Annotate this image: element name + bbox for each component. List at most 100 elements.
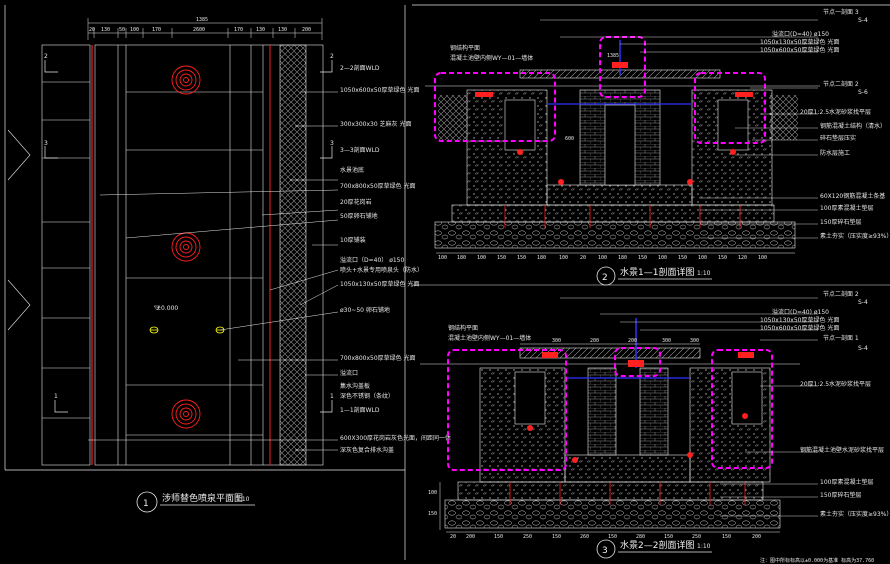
dim: 300 (690, 338, 699, 344)
plan-label: 水景池底 (340, 166, 364, 174)
label: 溢流口(D=40) ø150 (772, 30, 829, 38)
sec2-note: 注：图中所标标高以±0.000为基准 标高为37.760 (760, 557, 874, 564)
dim: 200 (590, 338, 599, 344)
marker-2-right: 2 (330, 53, 334, 60)
label: 混凝土池壁内侧WY—01—墙体 (448, 334, 531, 342)
dim: 100 (758, 255, 767, 261)
plan-label: 3—3剖面WLD (340, 146, 380, 154)
label: 溢流口(D=40) ø150 (772, 308, 829, 316)
section-marker-left (44, 60, 333, 413)
title-number-circle (136, 491, 158, 513)
label: S-4 (858, 299, 868, 306)
label: 1050x130x50厚草绿色 光面 (760, 38, 839, 46)
plan-elevation: ±0.000 (156, 305, 178, 312)
sec1-right-labels: 节点一剖面 3 S-4 溢流口(D=40) ø150 1050x130x50厚草… (760, 8, 890, 240)
label: 1050x600x50厚草绿色 光面 (760, 324, 839, 332)
sec2-right-labels: 节点二剖面 2 S-4 溢流口(D=40) ø150 1050x130x50厚草… (760, 290, 890, 518)
elevation-marker-icon (153, 305, 161, 311)
marker-3-right: 3 (330, 140, 334, 147)
label: 100厚素混凝土垫层 (820, 204, 873, 212)
sec2-top-dims: 300 200 200 300 300 (552, 338, 699, 344)
dim: 250 (692, 534, 701, 540)
plan-label: 20厚花岗岩 (340, 198, 372, 206)
label: 防水层施工 (820, 149, 850, 157)
plan-label: 溢流口 (340, 369, 358, 377)
label: 1050x600x50厚草绿色 光面 (760, 46, 839, 54)
nozzle-head (612, 62, 628, 68)
plan-label-list: 2—2剖面WLD 1050x600x50厚草绿色 光面 300x300x30 芝… (340, 64, 451, 454)
marker-2-left: 2 (44, 53, 48, 60)
dim: 150 (497, 255, 506, 261)
sec1-title-num: 2 (602, 273, 608, 283)
inner-gutter-left (504, 99, 536, 151)
plan-label: 2—2剖面WLD (340, 64, 380, 72)
label: 钢筋混凝土池壁水泥砂浆找平层 (800, 446, 884, 454)
dim: 150 (664, 534, 673, 540)
dim: 100 (559, 255, 568, 261)
label: 钢结构平面 (450, 44, 480, 52)
sec2-title-num: 3 (602, 546, 608, 556)
pillar (639, 367, 669, 456)
plan-pebble-band (279, 44, 307, 466)
dim: 180 (618, 255, 627, 261)
red-fixings (475, 92, 753, 185)
plan-dim: 100 (130, 27, 139, 33)
dim: 100 (658, 255, 667, 261)
marker-3-left: 3 (44, 140, 48, 147)
plan-title-num: 1 (143, 499, 149, 509)
dim: 150 (517, 255, 526, 261)
label: S-4 (858, 17, 868, 24)
plan-dim: 130 (256, 27, 265, 33)
label: 节点一剖面 1 (823, 334, 859, 342)
pool-floor (546, 184, 693, 206)
dim: 300 (662, 338, 671, 344)
label: 节点一剖面 3 (823, 8, 859, 16)
plan-dim: 130 (278, 27, 287, 33)
sec1-title: 水景1—1剖面详图 (620, 266, 694, 278)
plan-dim-row: 20 130 50 100 170 2600 170 130 130 200 (89, 27, 311, 33)
dim: 280 (636, 534, 645, 540)
plan-label: 深灰色复合排水沟盖 (340, 446, 394, 454)
dim: 20 (450, 534, 456, 540)
dim: 100 (438, 255, 447, 261)
title-number-circle (596, 539, 616, 559)
fountain-nozzle-icon (171, 399, 201, 429)
marker-1-left: 1 (54, 393, 58, 400)
highlight-frames (447, 347, 773, 471)
dim: 200 (752, 534, 761, 540)
label: 素土夯实（压实度≥93%） (820, 232, 890, 240)
coping-slab (519, 347, 701, 359)
plan-dim: 170 (152, 27, 161, 33)
plan-label: 集水沟盖板 (340, 382, 370, 390)
pebble-fill-left (438, 95, 468, 140)
dim: 150 (722, 534, 731, 540)
label: 混凝土池壁内侧WY—01—墙体 (450, 54, 533, 62)
gravel-layer (444, 499, 781, 529)
label: 节点二剖面 2 (823, 80, 859, 88)
plan-dim: 50 (119, 27, 125, 33)
plan-view: 1385 20 130 50 100 170 2600 170 130 130 … (7, 17, 451, 513)
sec1-left-labels: 钢结构平面 混凝土池壁内侧WY—01—墙体 (450, 44, 533, 62)
dim: 150 (638, 255, 647, 261)
dim: 180 (457, 255, 466, 261)
red-anchors (509, 482, 746, 505)
label: 100厚素混凝土垫层 (820, 478, 873, 486)
plan-dim: 2600 (193, 27, 205, 33)
pebble-fill-right (770, 95, 798, 140)
plan-pool-outline (94, 44, 324, 466)
sec1-scale: 1:10 (697, 270, 711, 277)
section-1-1: 1385 600 100 180 100 150 150 180 100 20 … (425, 8, 890, 286)
plan-label: 600X300厚花岗岩灰色光面，间距同一体 (340, 434, 451, 442)
plan-label: 深色不锈钢（条纹） (340, 392, 394, 400)
dim: 120 (738, 255, 747, 261)
label: 素土夯实（压实度≥93%） (820, 510, 890, 518)
plan-label: 50厚卵石铺地 (340, 212, 378, 220)
inner-gutter-left (514, 371, 546, 425)
marker-1-right: 1 (330, 393, 334, 400)
plan-leaders (88, 91, 339, 451)
dim: 200 (466, 534, 475, 540)
concrete-bed (457, 481, 764, 501)
plan-dim: 130 (101, 27, 110, 33)
sec1-leaders (540, 19, 818, 239)
